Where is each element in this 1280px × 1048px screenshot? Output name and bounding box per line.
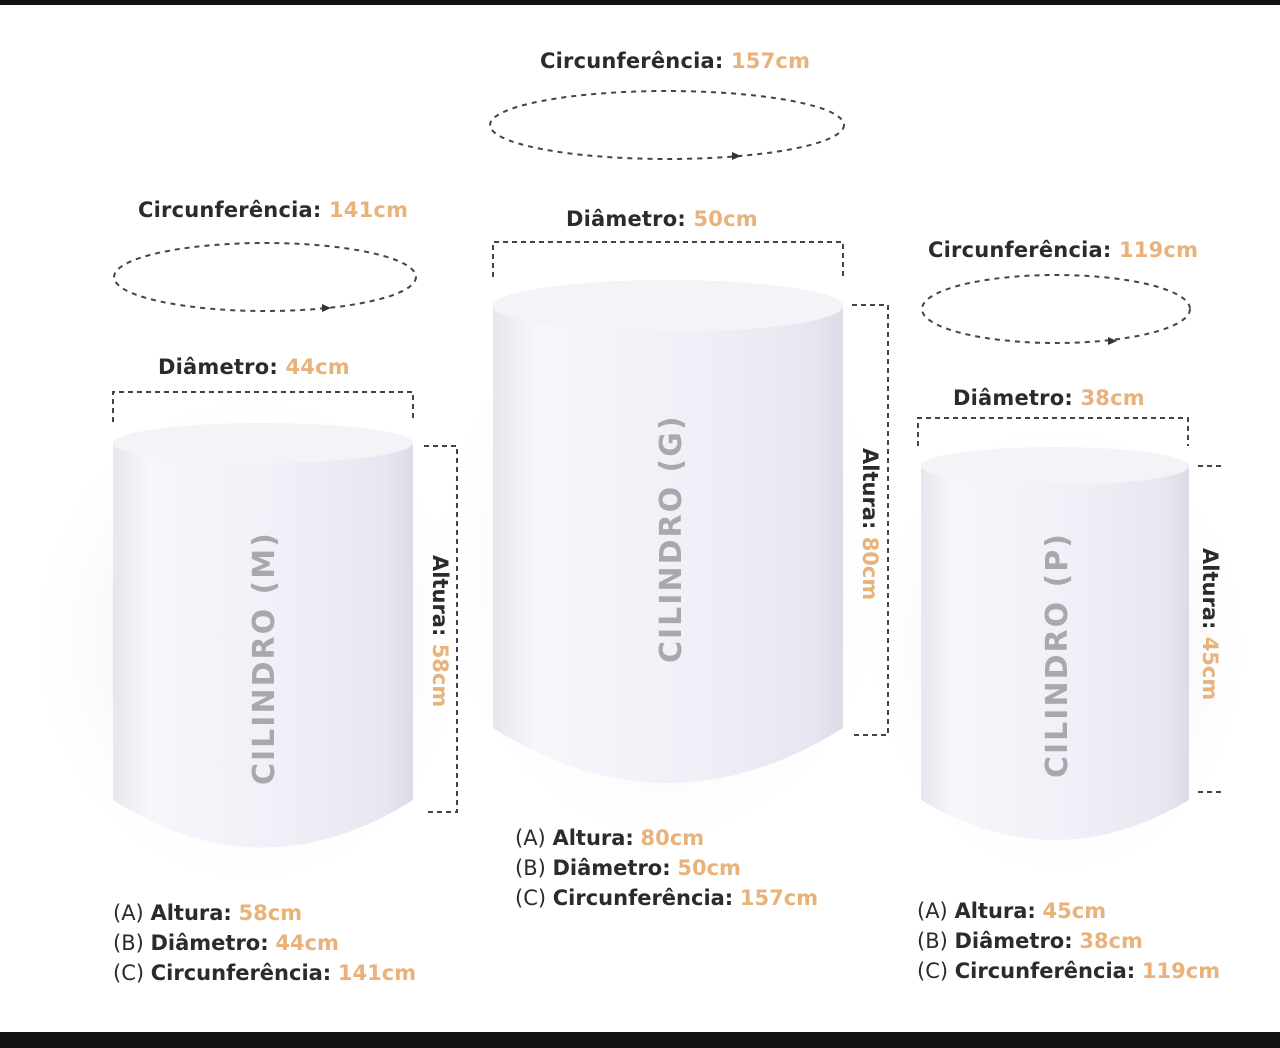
height-g-label-text: Altura:: [858, 448, 882, 530]
top-bar: [0, 0, 1280, 5]
spec-p-diameter: (B) Diâmetro: 38cm: [917, 929, 1143, 953]
circumference-arrow-p: [1108, 337, 1117, 345]
cylinder-m-name: CILINDRO (M): [247, 531, 282, 785]
circumference-p-indicator: [921, 274, 1191, 344]
spec-list-m: (A) Altura: 58cm (B) Diâmetro: 44cm (C) …: [113, 898, 416, 988]
circumference-g-label: Circunferência: 157cm: [540, 49, 810, 73]
diameter-m-bracket: [112, 391, 414, 422]
spec-g-diameter: (B) Diâmetro: 50cm: [515, 856, 741, 880]
cylinder-p: [921, 447, 1189, 840]
circumference-p-value: 119cm: [1118, 238, 1199, 262]
spec-list-g: (A) Altura: 80cm (B) Diâmetro: 50cm (C) …: [515, 823, 818, 913]
height-p-value: 45cm: [1198, 636, 1222, 701]
height-p-label-text: Altura:: [1198, 548, 1222, 630]
circumference-arrow-g: [732, 152, 741, 160]
circumference-arrow-m: [322, 304, 331, 312]
height-g-bracket: [852, 304, 889, 736]
spec-m-diameter: (B) Diâmetro: 44cm: [113, 931, 339, 955]
circumference-p-label: Circunferência: 119cm: [928, 238, 1198, 262]
diameter-m-value: 44cm: [285, 355, 350, 379]
spec-g-height: (A) Altura: 80cm: [515, 826, 705, 850]
spec-m-height: (A) Altura: 58cm: [113, 901, 303, 925]
height-p-label: Altura: 45cm: [1198, 548, 1222, 700]
diameter-g-bracket: [492, 241, 844, 277]
cylinder-g-name: CILINDRO (G): [654, 414, 689, 663]
height-m-label-text: Altura:: [428, 555, 452, 637]
diameter-p-value: 38cm: [1080, 386, 1145, 410]
diameter-g-label-text: Diâmetro:: [566, 207, 686, 231]
circumference-g-label-text: Circunferência:: [540, 49, 724, 73]
diameter-p-label-text: Diâmetro:: [953, 386, 1073, 410]
cylinder-p-name: CILINDRO (P): [1040, 532, 1075, 778]
bottom-bar: [0, 1032, 1280, 1048]
spec-p-circumference: (C) Circunferência: 119cm: [917, 959, 1221, 983]
diameter-m-label: Diâmetro: 44cm: [158, 355, 350, 379]
circumference-arrows: [322, 152, 1117, 345]
diameter-g-label: Diâmetro: 50cm: [566, 207, 758, 231]
cylinder-g: [493, 280, 843, 783]
circumference-m-label-text: Circunferência:: [138, 198, 322, 222]
circumference-p-label-text: Circunferência:: [928, 238, 1112, 262]
spec-list-p: (A) Altura: 45cm (B) Diâmetro: 38cm (C) …: [917, 896, 1220, 986]
diameter-m-label-text: Diâmetro:: [158, 355, 278, 379]
circumference-m-label: Circunferência: 141cm: [138, 198, 408, 222]
height-m-value: 58cm: [428, 643, 452, 708]
circumference-m-indicator: [113, 242, 417, 312]
height-m-bracket: [424, 445, 458, 813]
diameter-p-bracket: [917, 417, 1189, 446]
spec-p-height: (A) Altura: 45cm: [917, 899, 1107, 923]
circumference-m-value: 141cm: [328, 198, 409, 222]
spec-m-circumference: (C) Circunferência: 141cm: [113, 961, 417, 985]
diameter-g-value: 50cm: [693, 207, 758, 231]
circumference-g-value: 157cm: [730, 49, 811, 73]
cylinder-m: [113, 423, 413, 848]
height-g-label: Altura: 80cm: [858, 448, 882, 600]
height-g-value: 80cm: [858, 536, 882, 601]
spec-g-circumference: (C) Circunferência: 157cm: [515, 886, 819, 910]
diameter-p-label: Diâmetro: 38cm: [953, 386, 1145, 410]
circumference-g-indicator: [489, 90, 845, 160]
height-m-label: Altura: 58cm: [428, 555, 452, 707]
